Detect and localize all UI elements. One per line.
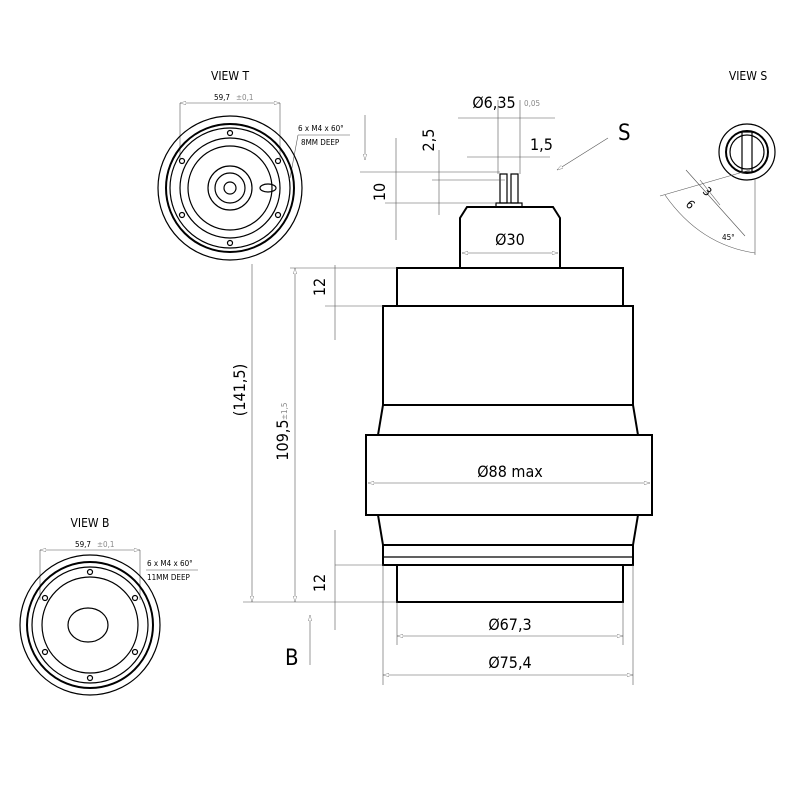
view-b-flange xyxy=(19,554,161,696)
view-s-angle: 45° xyxy=(722,233,735,242)
body-length: 109,5 xyxy=(273,419,292,460)
view-t-width-tolerance: ±0,1 xyxy=(236,93,253,102)
view-b-depth-note: 11MM DEEP xyxy=(147,573,191,582)
flange-diameter: Ø67,3 xyxy=(488,615,531,634)
pin-tolerance: 0,05 xyxy=(524,99,540,108)
body-length-tolerance: ±1,5 xyxy=(280,403,289,420)
slot-width: 1,5 xyxy=(530,135,553,154)
top-flange-height: 12 xyxy=(310,278,329,296)
view-t: VIEW T 59,7 ±0,1 6 x M4 x 60° 8MM DEEP xyxy=(157,69,350,261)
dimensions: Ø6,35 0,05 1,5 10 2,5 S Ø30 Ø88 max Ø67,… xyxy=(230,93,650,685)
arrow-b-label: B xyxy=(285,646,299,671)
view-s: VIEW S 3 6 45° xyxy=(659,69,776,255)
bottom-flange-height: 12 xyxy=(310,574,329,592)
view-t-flange xyxy=(157,115,303,261)
view-t-width: 59,7 xyxy=(214,93,230,102)
main-body xyxy=(365,173,653,603)
view-t-title: VIEW T xyxy=(211,69,249,83)
view-s-dim-6: 6 xyxy=(683,197,698,212)
view-t-depth-note: 8MM DEEP xyxy=(301,138,340,147)
cap-diameter: Ø30 xyxy=(495,230,525,249)
view-s-title: VIEW S xyxy=(729,69,767,83)
view-s-arrow xyxy=(557,137,609,170)
body-diameter: Ø75,4 xyxy=(488,653,531,672)
view-b-width: 59,7 xyxy=(75,540,91,549)
view-t-thread-note: 6 x M4 x 60° xyxy=(298,124,344,133)
view-b-title: VIEW B xyxy=(71,516,110,530)
pin-height: 10 xyxy=(370,183,389,201)
arrow-s-label: S xyxy=(618,121,631,146)
view-s-dim-3: 3 xyxy=(700,184,715,199)
view-b-width-tolerance: ±0,1 xyxy=(97,540,114,549)
view-b: VIEW B 59,7 ±0,1 6 x M4 x 60° 11MM DEEP xyxy=(19,516,198,696)
slot-depth: 2,5 xyxy=(419,129,438,152)
overall-length: (141,5) xyxy=(230,364,249,416)
mid-diameter: Ø88 max xyxy=(477,462,543,481)
view-b-thread-note: 6 x M4 x 60° xyxy=(147,559,193,568)
pin-diameter: Ø6,35 xyxy=(472,93,515,112)
